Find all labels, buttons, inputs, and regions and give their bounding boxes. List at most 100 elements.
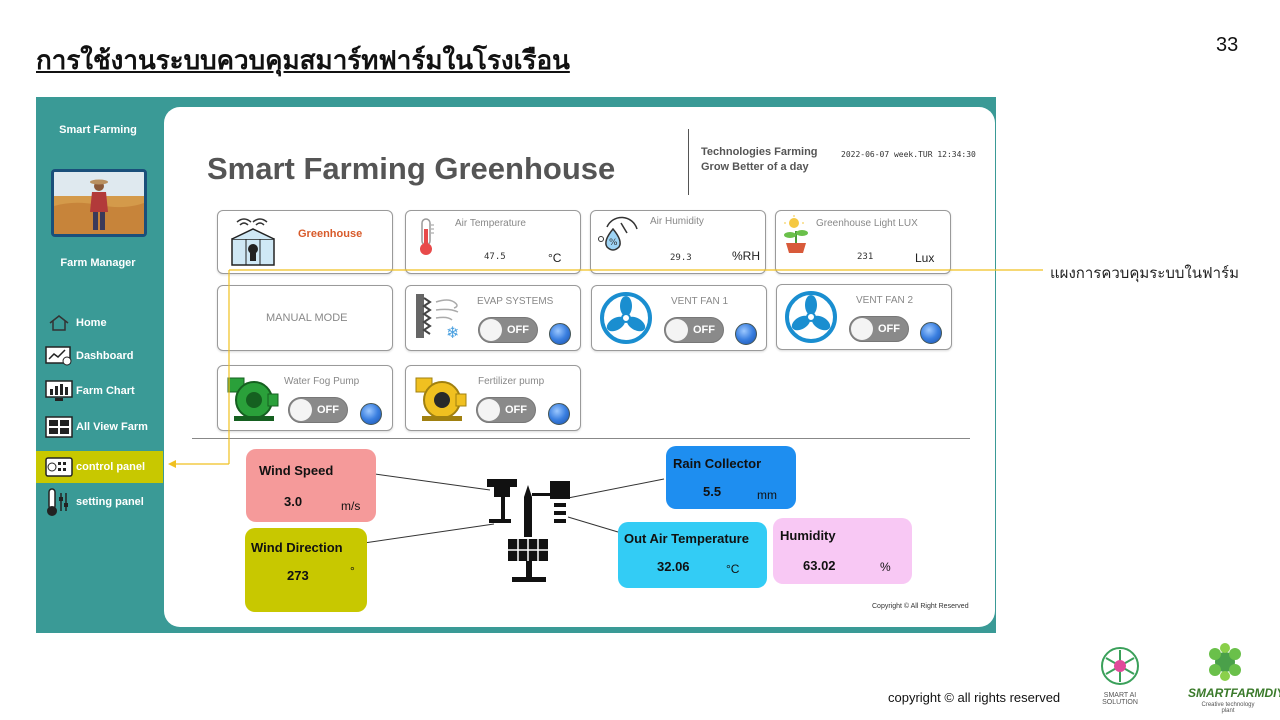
evap-icon: ❄ [414, 292, 466, 347]
vent-fan-2-state: OFF [878, 323, 900, 335]
sidebar-item-setting-panel[interactable]: setting panel [36, 486, 163, 518]
greenhouse-light-label: Greenhouse Light LUX [816, 218, 918, 229]
fertilizer-pump-state: OFF [505, 404, 527, 416]
sidebar-item-all-view-farm[interactable]: All View Farm [36, 411, 163, 443]
humidity-value: 63.02 [803, 558, 836, 573]
air-humidity-label: Air Humidity [650, 216, 704, 227]
datetime: 2022-06-07 week.TUR 12:34:30 [841, 150, 976, 159]
sidebar-role: Farm Manager [60, 257, 136, 269]
rain-collector-value: 5.5 [703, 484, 722, 499]
vent-fan-2-toggle[interactable]: OFF [849, 316, 909, 342]
tagline-line-1: Technologies Farming [701, 146, 818, 158]
control-panel-icon [42, 455, 76, 479]
wind-speed-label: Wind Speed [259, 463, 334, 478]
wind-direction-label: Wind Direction [251, 540, 343, 555]
air-humidity-unit: %RH [732, 249, 761, 263]
wind-speed-value: 3.0 [284, 494, 303, 509]
sidebar-item-label: Home [76, 317, 107, 329]
vent-fan-1-state: OFF [693, 324, 715, 336]
tagline-line-2: Grow Better of a day [701, 161, 809, 173]
dashboard-icon [42, 344, 76, 368]
air-temperature-value: 47.5 [484, 252, 506, 262]
vent-fan-1-card: VENT FAN 1 OFF [591, 285, 767, 351]
smartfarmdiy-logo [1203, 642, 1247, 689]
sidebar-brand: Smart Farming [59, 124, 137, 136]
greenhouse-icon [226, 217, 280, 274]
svg-text:❄: ❄ [446, 323, 459, 342]
sidebar-item-label: setting panel [76, 496, 144, 508]
pump-icon [412, 374, 468, 427]
sidebar-item-control-panel[interactable]: control panel [36, 451, 163, 483]
humidity-label: Humidity [780, 528, 836, 543]
toggle-knob [290, 399, 312, 421]
plant-light-icon [780, 215, 812, 260]
weather-station-icon [484, 473, 574, 590]
air-humidity-value: 29.3 [670, 253, 692, 263]
chart-icon [42, 379, 76, 403]
fertilizer-pump-toggle[interactable]: OFF [476, 397, 536, 423]
air-temperature-label: Air Temperature [455, 218, 526, 229]
humidity-icon: % [595, 215, 639, 260]
sidebar-item-label: Farm Chart [76, 385, 135, 397]
settings-icon [42, 488, 76, 516]
tagline: Technologies Farming Grow Better of a da… [701, 145, 818, 175]
mode-card[interactable]: MANUAL MODE [217, 285, 393, 351]
mode-label: MANUAL MODE [266, 312, 348, 324]
smart-ai-logo [1094, 646, 1146, 695]
out-air-temperature-box: Out Air Temperature 32.06 °C [618, 522, 767, 588]
view-farm-icon [42, 415, 76, 439]
sidebar-item-home[interactable]: Home [36, 307, 163, 339]
smart-ai-logo-caption: SMART AI SOLUTION [1102, 692, 1138, 706]
sidebar: Smart Farming Farm Manager Home [36, 97, 163, 633]
app-title: Smart Farming Greenhouse [207, 151, 616, 186]
wind-speed-unit: m/s [341, 499, 361, 513]
sidebar-item-farm-chart[interactable]: Farm Chart [36, 375, 163, 407]
fertilizer-pump-label: Fertilizer pump [478, 376, 545, 387]
vent-fan-1-status-led [735, 323, 757, 345]
greenhouse-light-value: 231 [857, 252, 874, 262]
humidity-box: Humidity 63.02 % [773, 518, 912, 584]
page-number: 33 [1216, 34, 1239, 56]
greenhouse-card[interactable]: Greenhouse [217, 210, 393, 274]
water-fog-pump-state: OFF [317, 404, 339, 416]
fertilizer-pump-card: Fertilizer pump OFF [405, 365, 581, 431]
air-temperature-unit: °C [548, 251, 562, 265]
water-fog-pump-toggle[interactable]: OFF [288, 397, 348, 423]
humidity-unit: % [880, 560, 891, 574]
main-panel: Smart Farming Greenhouse Technologies Fa… [164, 107, 995, 627]
sidebar-item-dashboard[interactable]: Dashboard [36, 340, 163, 372]
wind-direction-value: 273 [287, 568, 309, 583]
toggle-knob [851, 318, 873, 340]
air-temperature-card: Air Temperature 47.5 °C [405, 210, 581, 274]
home-icon [42, 311, 76, 335]
wind-speed-box: Wind Speed 3.0 m/s [246, 449, 376, 522]
toggle-knob [666, 319, 688, 341]
greenhouse-light-card: Greenhouse Light LUX 231 Lux [775, 210, 951, 274]
evap-toggle[interactable]: OFF [478, 317, 538, 343]
rain-collector-label: Rain Collector [673, 456, 762, 471]
thermometer-icon [416, 217, 436, 262]
app-window: Smart Farming Farm Manager Home [36, 97, 996, 633]
footer-copyright: copyright © all rights reserved [888, 690, 1061, 705]
water-fog-pump-card: Water Fog Pump OFF [217, 365, 393, 431]
out-air-temperature-label: Out Air Temperature [624, 531, 749, 546]
sidebar-item-label: control panel [76, 461, 146, 473]
water-fog-pump-status-led [360, 403, 382, 425]
evap-status-led [549, 323, 571, 345]
sidebar-item-label: All View Farm [76, 421, 148, 433]
out-air-temperature-value: 32.06 [657, 559, 690, 574]
sidebar-item-label: Dashboard [76, 350, 134, 362]
header-divider [688, 129, 689, 195]
pump-icon [224, 374, 280, 427]
smartfarmdiy-name: SMARTFARMDIY [1188, 686, 1280, 700]
vent-fan-1-toggle[interactable]: OFF [664, 317, 724, 343]
annotation-text: แผงการควบคุมระบบในฟาร์ม [1050, 265, 1239, 282]
water-fog-pump-label: Water Fog Pump [284, 376, 360, 387]
wind-direction-box: Wind Direction 273 ° [245, 528, 367, 612]
slide-title: การใช้งานระบบควบคุมสมาร์ทฟาร์มในโรงเรือน [36, 46, 570, 75]
section-divider [192, 438, 970, 439]
greenhouse-label: Greenhouse [298, 228, 363, 240]
evap-state: OFF [507, 324, 529, 336]
vent-fan-2-card: VENT FAN 2 OFF [776, 284, 952, 350]
